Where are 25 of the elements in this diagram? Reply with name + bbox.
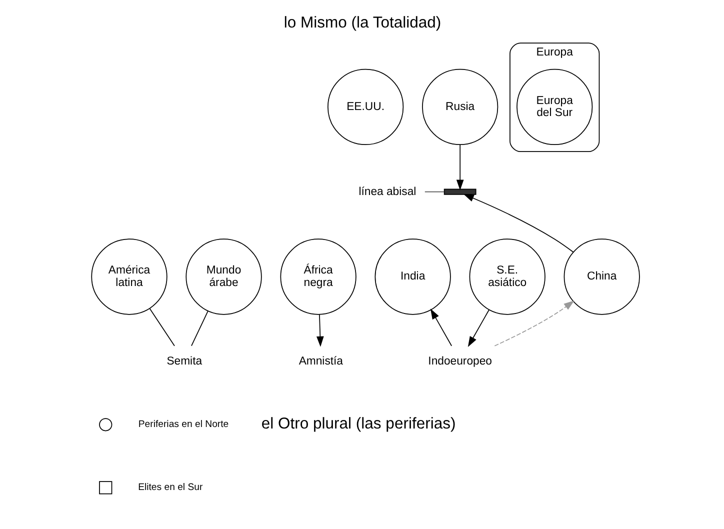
node-circle: Europa del Sur <box>516 68 592 146</box>
node-circle: América latina <box>90 238 167 315</box>
arrow <box>494 300 574 346</box>
arrow <box>316 314 324 347</box>
label: línea abisal <box>358 186 416 198</box>
connector <box>148 308 174 346</box>
connector <box>190 310 208 346</box>
node-text: Semita <box>166 356 202 368</box>
node-circle: India <box>374 238 450 315</box>
legend-label: Elites en el Sur <box>138 482 202 494</box>
node-text: Amnistía <box>298 356 343 368</box>
caption: el Otro plural (las periferias) <box>260 416 456 433</box>
arrow <box>467 309 489 347</box>
node-circle: EE.UU. <box>327 68 404 146</box>
node-circle: África negra <box>280 238 356 315</box>
diagram-title: lo Mismo (la Totalidad) <box>283 14 441 32</box>
arrow <box>456 144 464 190</box>
arrow <box>462 194 574 253</box>
node-circle: S.E. asiático <box>468 238 545 315</box>
node-text: Indoeuropeo <box>428 356 492 368</box>
arrow <box>430 308 452 346</box>
node-circle: Mundo árabe <box>185 238 262 315</box>
legend-label: Periferias en el Norte <box>138 419 228 430</box>
node-bar <box>443 188 476 195</box>
node-circle: Rusia <box>422 68 498 146</box>
